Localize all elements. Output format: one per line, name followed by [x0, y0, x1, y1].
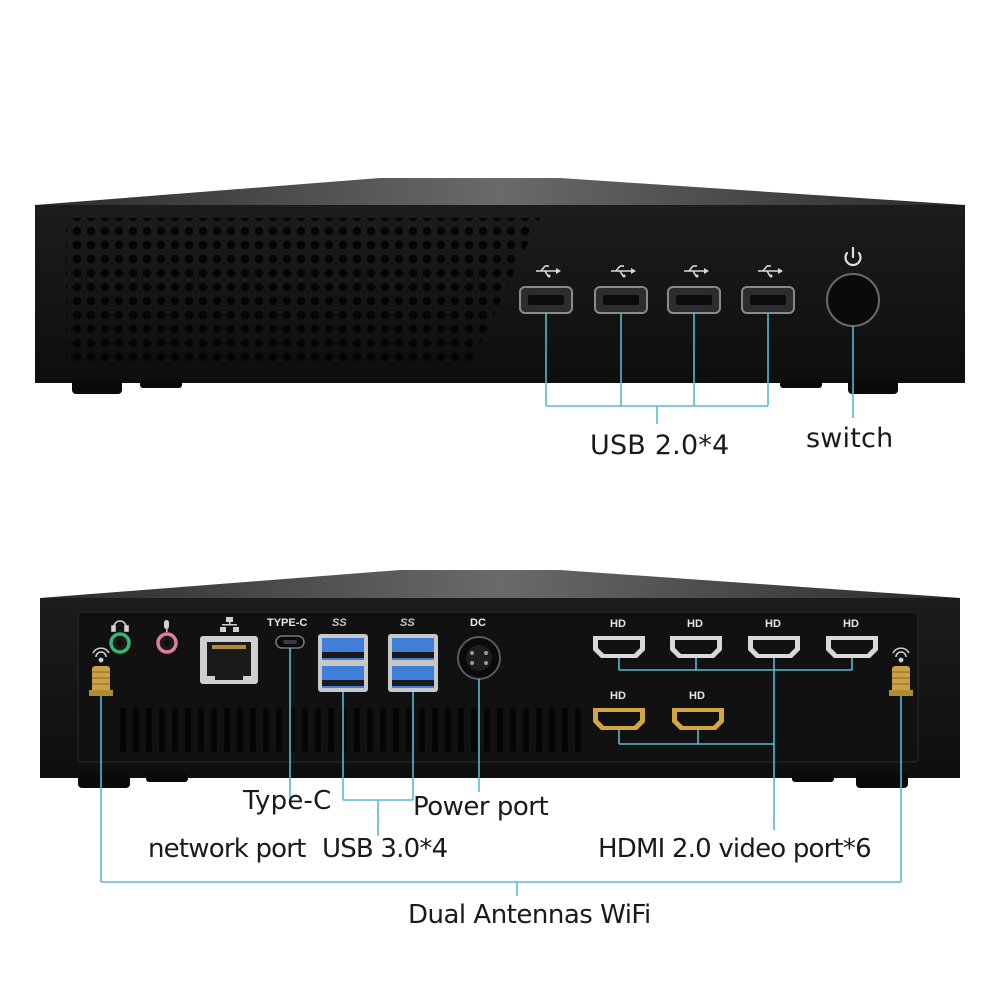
wifi-label: Dual Antennas WiFi: [408, 900, 651, 930]
ss-marking: SS: [400, 617, 415, 629]
wifi-antenna-right: [889, 647, 913, 696]
network-icon: [220, 617, 239, 632]
usb-icon: [536, 265, 561, 278]
usb2-port: [594, 286, 648, 314]
hdmi-port: [670, 636, 722, 658]
usb3-port-group: [318, 634, 438, 692]
usb2-port: [741, 286, 795, 314]
usb-icon: [684, 265, 709, 278]
hdmi-port-group: [593, 636, 878, 730]
usb2-port: [519, 286, 573, 314]
hdmi-port: [826, 636, 878, 658]
back-foot: [146, 772, 188, 782]
usb-icon: [758, 265, 783, 278]
wifi-icon: [92, 647, 110, 663]
hdmi-port: [748, 636, 800, 658]
hd-marking: HD: [765, 618, 781, 630]
hd-marking: HD: [610, 690, 626, 702]
front-callout-lines: [545, 313, 854, 424]
usb2-port-group: [519, 265, 795, 314]
front-foot: [848, 378, 898, 394]
hd-marking: HD: [689, 690, 705, 702]
ss-marking: SS: [332, 617, 347, 629]
back-chassis: [40, 570, 960, 788]
type-c-port: [275, 635, 305, 649]
type-c-label: Type-C: [243, 786, 332, 816]
power-icon: [844, 246, 862, 267]
hdmi-port: [672, 708, 724, 730]
usb3-label: USB 3.0*4: [322, 834, 448, 864]
audio-jacks: [109, 620, 178, 654]
hd-marking: HD: [843, 618, 859, 630]
usb2-label: USB 2.0*4: [590, 430, 730, 461]
front-top-bevel: [35, 178, 965, 205]
headphone-icon: [111, 620, 129, 632]
front-foot: [780, 378, 822, 388]
network-port-label: network port: [148, 834, 306, 864]
hdmi-port: [593, 636, 645, 658]
microphone-icon: [164, 620, 169, 632]
switch-label: switch: [806, 423, 894, 454]
front-vent-grille: [66, 218, 540, 365]
hdmi-label: HDMI 2.0 video port*6: [598, 834, 872, 864]
wifi-antenna-left: [89, 647, 113, 696]
power-port-label: Power port: [413, 792, 549, 822]
wifi-icon: [892, 647, 910, 663]
front-chassis: [35, 178, 965, 394]
back-foot: [792, 772, 834, 782]
network-port: [200, 617, 258, 684]
front-foot: [72, 378, 122, 394]
dc-power-port: [457, 636, 501, 680]
back-foot: [856, 772, 908, 788]
back-callout-lines: [100, 648, 902, 896]
usb-icon: [611, 265, 636, 278]
hd-marking: HD: [610, 618, 626, 630]
dc-marking: DC: [470, 617, 486, 629]
usb2-port: [667, 286, 721, 314]
back-vent-slots: [120, 708, 581, 752]
type-c-marking: TYPE-C: [267, 617, 308, 629]
back-foot: [78, 772, 130, 788]
back-top-bevel: [40, 570, 960, 598]
hd-marking: HD: [687, 618, 703, 630]
front-foot: [140, 378, 182, 388]
hdmi-port: [593, 708, 645, 730]
